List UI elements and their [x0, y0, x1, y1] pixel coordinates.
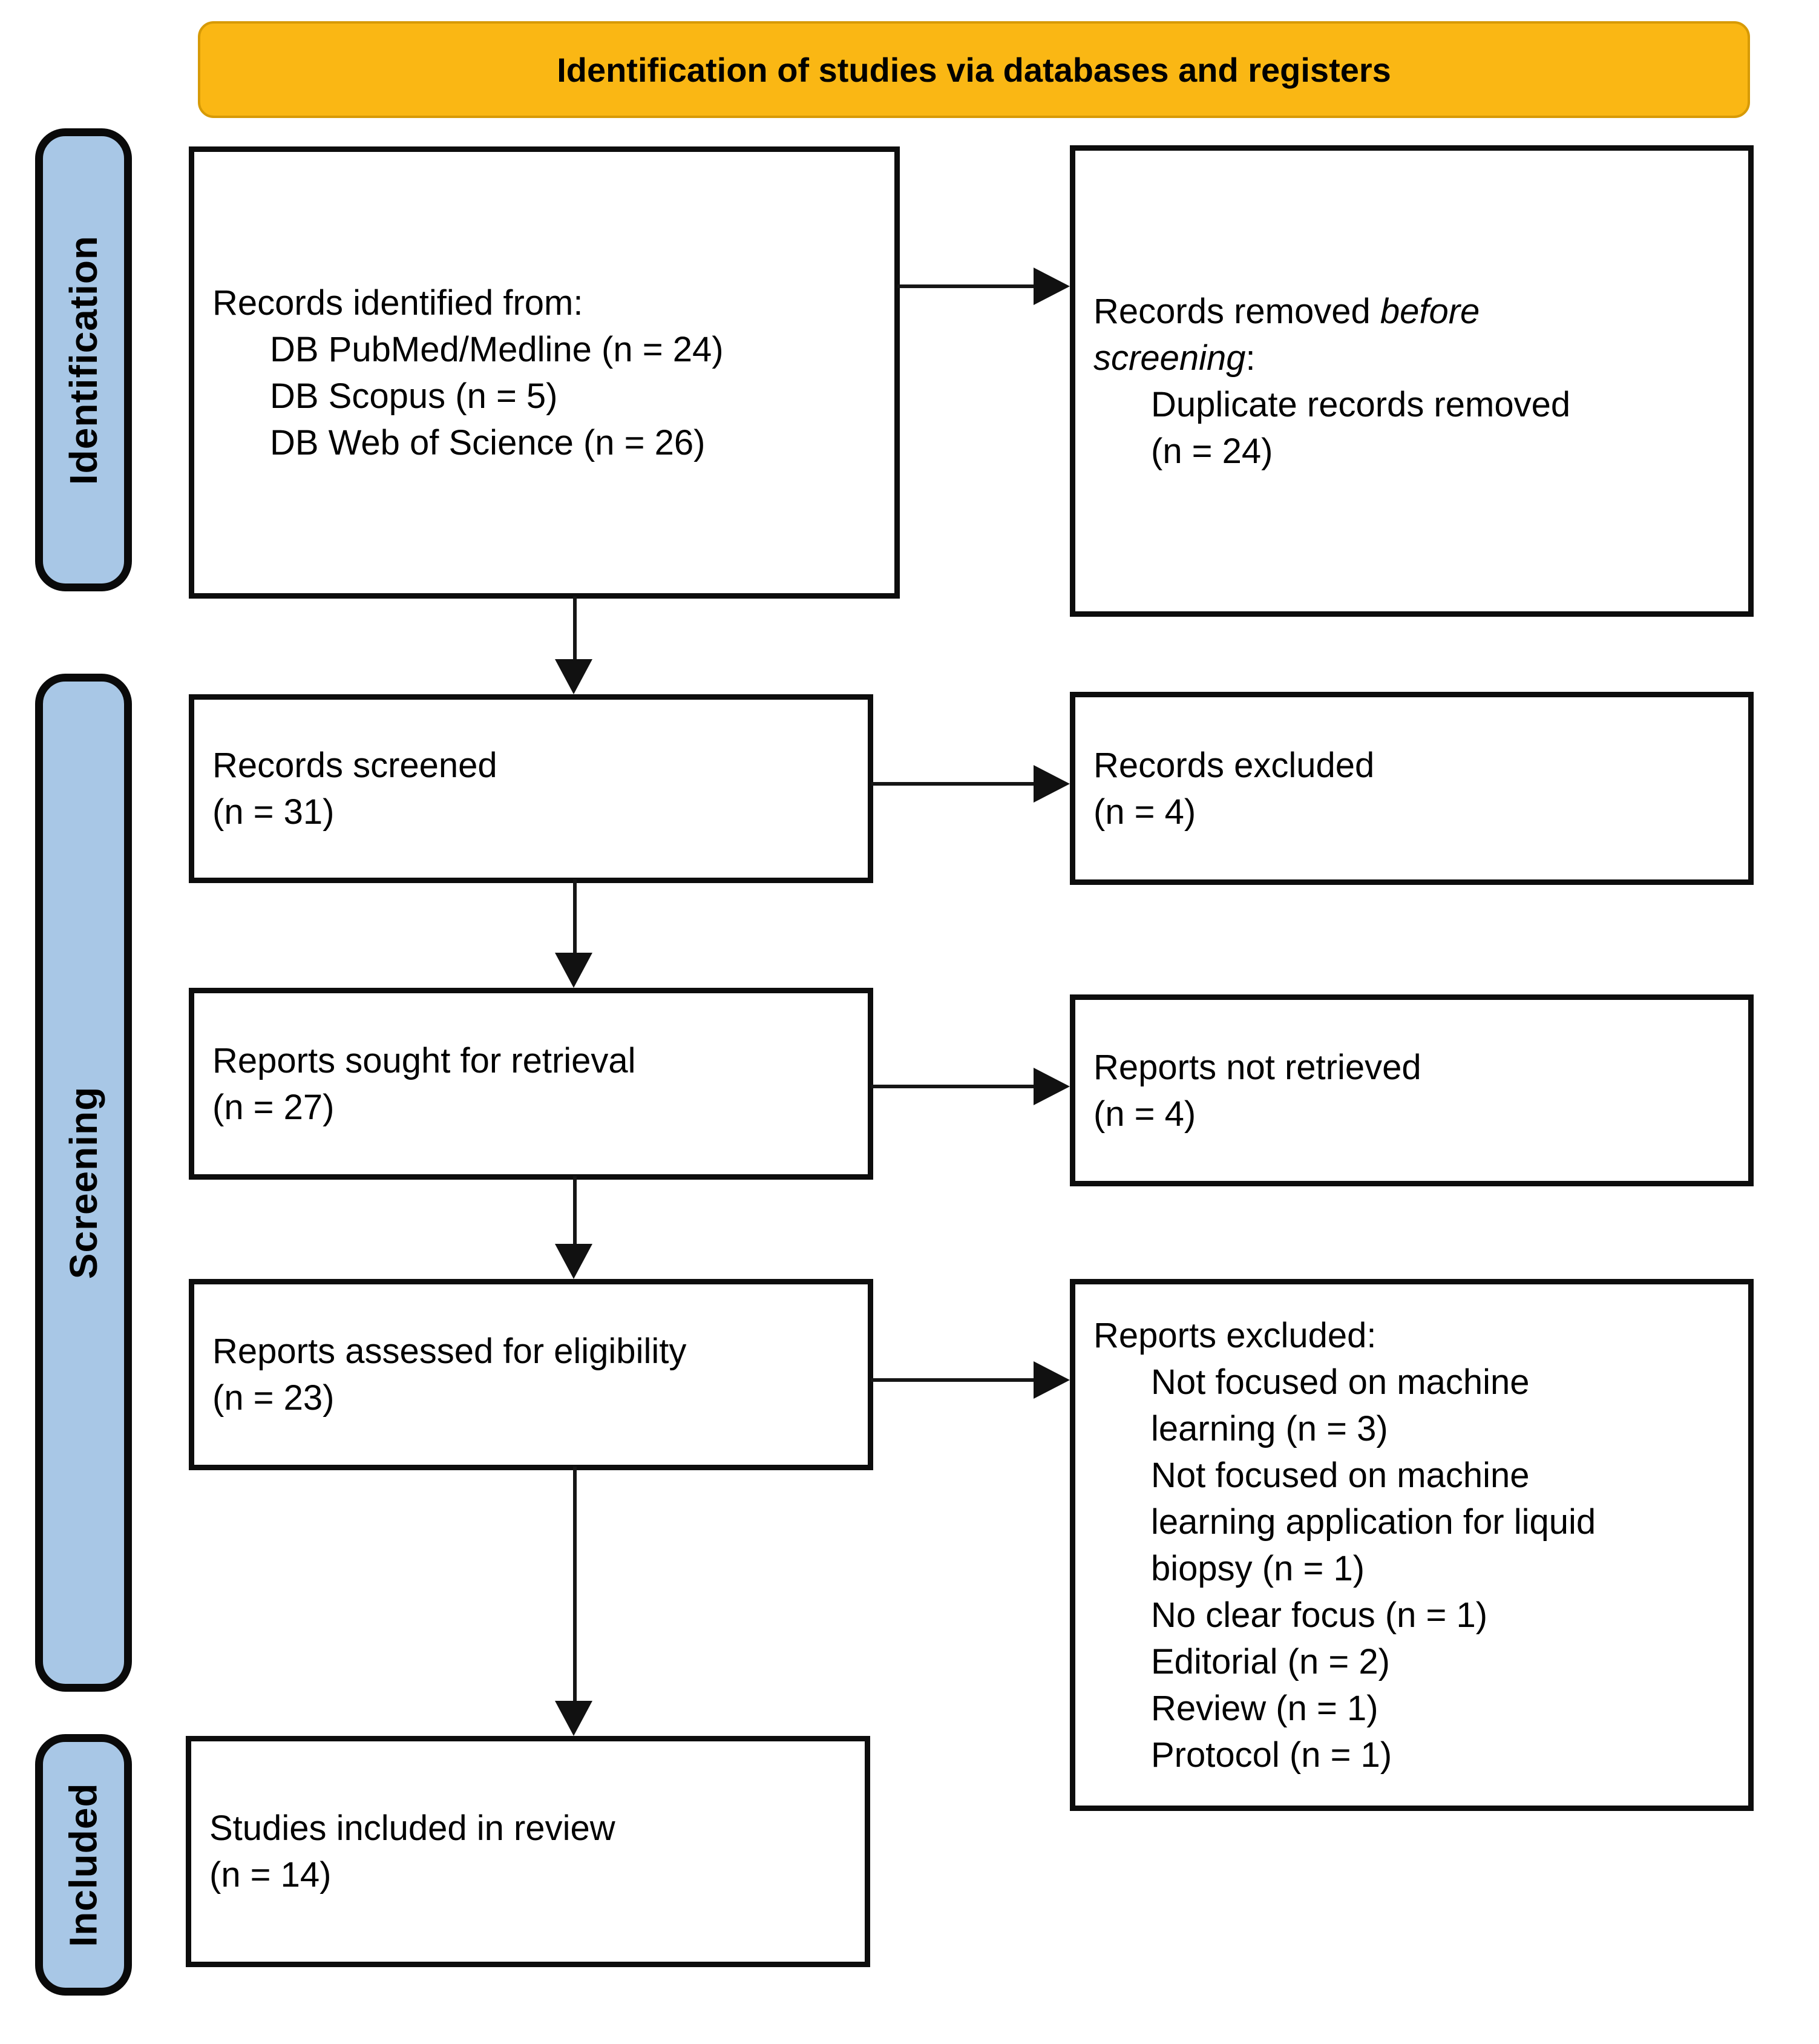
text-line: Protocol (n = 1)	[1151, 1732, 1730, 1778]
arrow-line-screened-to-excluded	[871, 782, 1035, 786]
text-line: (n = 4)	[1093, 789, 1730, 835]
text-segment: :	[1245, 338, 1256, 378]
stage-label-identification: Identification	[62, 235, 105, 485]
text-segment: (n = 27)	[212, 1087, 335, 1127]
box-studies-included-in-review: Studies included in review (n = 14)	[186, 1736, 870, 1967]
text-segment: DB Web of Science (n = 26)	[270, 422, 706, 462]
arrowhead-right-icon	[1034, 1068, 1070, 1105]
text-segment-italic: before	[1380, 291, 1480, 331]
text-line: DB Scopus (n = 5)	[270, 373, 876, 419]
text-segment: DB PubMed/Medline (n = 24)	[270, 329, 724, 369]
text-line: DB PubMed/Medline (n = 24)	[270, 326, 876, 373]
arrowhead-down-icon	[555, 1244, 592, 1279]
stage-label-included: Included	[62, 1783, 105, 1947]
text-segment: learning application for liquid	[1151, 1502, 1596, 1542]
box-reports-not-retrieved: Reports not retrieved (n = 4)	[1070, 994, 1754, 1186]
banner-identification-via-databases: Identification of studies via databases …	[198, 21, 1750, 118]
arrow-line-identified-to-removed	[897, 284, 1035, 288]
text-line: No clear focus (n = 1)	[1151, 1592, 1730, 1638]
text-segment: No clear focus (n = 1)	[1151, 1595, 1488, 1635]
stage-pill-identification: Identification	[35, 128, 132, 591]
text-line: Records excluded	[1093, 742, 1730, 789]
arrowhead-down-icon	[555, 1701, 592, 1736]
box-reports-sought-for-retrieval: Reports sought for retrieval (n = 27)	[189, 988, 873, 1180]
text-segment: Editorial (n = 2)	[1151, 1641, 1390, 1681]
box-records-screened: Records screened (n = 31)	[189, 694, 873, 883]
text-line: screening:	[1093, 335, 1730, 381]
stage-pill-included: Included	[35, 1734, 132, 1996]
text-line: Reports assessed for eligibility	[212, 1328, 850, 1375]
arrow-line-assessed-to-reports-excluded	[871, 1378, 1035, 1382]
text-line: Duplicate records removed	[1151, 381, 1730, 428]
text-line: Records removed before	[1093, 288, 1730, 335]
text-segment: Studies included in review	[209, 1809, 615, 1848]
arrow-line-screened-to-sought	[573, 879, 577, 955]
text-segment: Records identified from:	[212, 283, 583, 323]
text-line: Reports excluded:	[1093, 1312, 1730, 1359]
text-line: learning (n = 3)	[1151, 1405, 1730, 1452]
text-line: Not focused on machine	[1151, 1452, 1730, 1499]
text-segment: (n = 14)	[209, 1855, 332, 1894]
text-segment-italic: screening	[1093, 338, 1246, 378]
text-line: biopsy (n = 1)	[1151, 1545, 1730, 1592]
text-segment: Reports excluded:	[1093, 1315, 1377, 1355]
arrow-line-identified-to-screened	[573, 596, 577, 660]
arrowhead-right-icon	[1034, 268, 1070, 305]
text-segment: Reports assessed for eligibility	[212, 1332, 687, 1371]
text-line: Records screened	[212, 742, 850, 789]
text-line: Review (n = 1)	[1151, 1685, 1730, 1732]
text-segment: Review (n = 1)	[1151, 1688, 1378, 1728]
text-line: (n = 4)	[1093, 1091, 1730, 1137]
text-segment: DB Scopus (n = 5)	[270, 376, 558, 416]
text-segment: Records excluded	[1093, 745, 1375, 785]
text-segment: Reports sought for retrieval	[212, 1040, 636, 1080]
text-line: (n = 14)	[209, 1852, 847, 1898]
text-line: Reports not retrieved	[1093, 1044, 1730, 1091]
text-line: (n = 24)	[1151, 428, 1730, 475]
stage-pill-screening: Screening	[35, 674, 132, 1692]
text-line: (n = 27)	[212, 1084, 850, 1131]
text-line: DB Web of Science (n = 26)	[270, 419, 876, 466]
arrow-line-sought-to-assessed	[573, 1176, 577, 1245]
box-records-excluded: Records excluded (n = 4)	[1070, 692, 1754, 885]
text-segment: learning (n = 3)	[1151, 1408, 1388, 1448]
arrowhead-down-icon	[555, 953, 592, 988]
stage-label-screening: Screening	[62, 1086, 105, 1280]
arrow-line-assessed-to-included	[573, 1467, 577, 1702]
text-line: Studies included in review	[209, 1805, 847, 1852]
text-segment: Not focused on machine	[1151, 1362, 1530, 1402]
text-segment: (n = 24)	[1151, 431, 1273, 471]
text-line: Not focused on machine	[1151, 1359, 1730, 1405]
text-segment: (n = 4)	[1093, 1094, 1196, 1134]
text-segment: Protocol (n = 1)	[1151, 1735, 1392, 1775]
text-segment: Duplicate records removed	[1151, 384, 1571, 424]
text-line: (n = 23)	[212, 1375, 850, 1421]
arrowhead-down-icon	[555, 659, 592, 694]
box-reports-assessed-for-eligibility: Reports assessed for eligibility (n = 23)	[189, 1279, 873, 1470]
text-line: Editorial (n = 2)	[1151, 1638, 1730, 1685]
text-line: (n = 31)	[212, 789, 850, 835]
text-segment: (n = 31)	[212, 792, 335, 832]
text-line: learning application for liquid	[1151, 1499, 1730, 1545]
banner-label: Identification of studies via databases …	[557, 50, 1391, 89]
text-segment: Records screened	[212, 746, 497, 785]
box-reports-excluded-reasons: Reports excluded: Not focused on machine l…	[1070, 1279, 1754, 1811]
arrow-line-sought-to-not-retrieved	[871, 1085, 1035, 1088]
text-segment: Records removed	[1093, 291, 1380, 331]
box-records-identified: Records identified from: DB PubMed/Medlin…	[189, 146, 900, 599]
text-line: Reports sought for retrieval	[212, 1037, 850, 1084]
text-segment: Not focused on machine	[1151, 1455, 1530, 1495]
text-line: Records identified from:	[212, 280, 876, 326]
text-segment: (n = 4)	[1093, 792, 1196, 832]
arrowhead-right-icon	[1034, 1361, 1070, 1399]
text-segment: biopsy (n = 1)	[1151, 1548, 1365, 1588]
arrowhead-right-icon	[1034, 765, 1070, 803]
text-segment: (n = 23)	[212, 1378, 335, 1418]
text-segment: Reports not retrieved	[1093, 1047, 1421, 1087]
